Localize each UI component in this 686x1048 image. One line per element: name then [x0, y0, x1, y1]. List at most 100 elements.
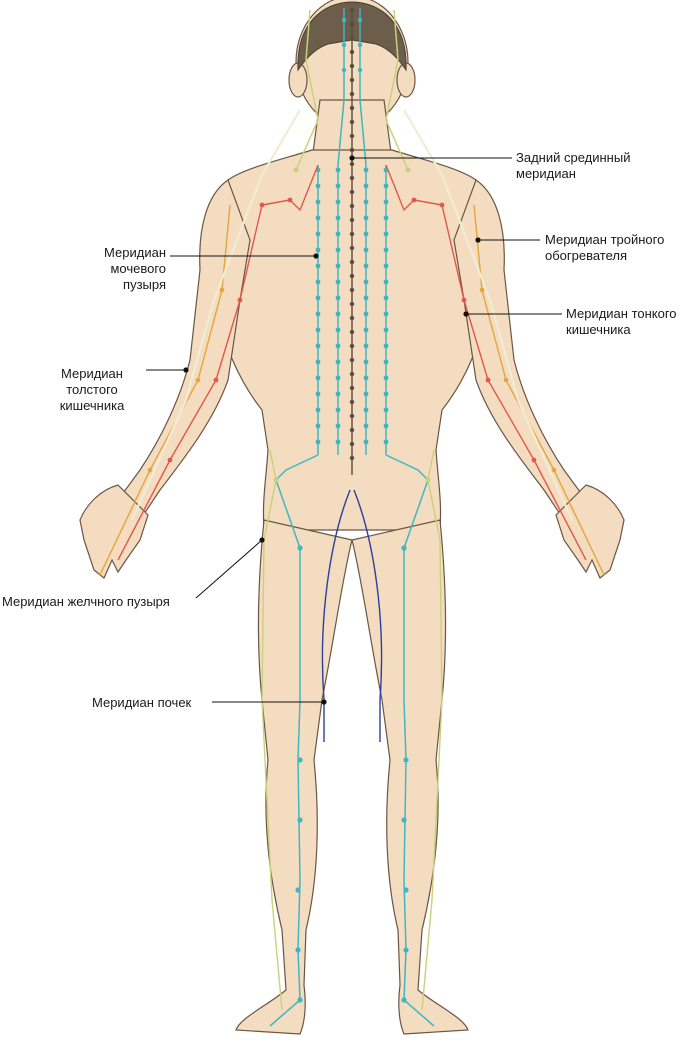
large-intestine-meridian-point	[195, 377, 201, 383]
leader-triple-burner-meridian-dot	[475, 237, 481, 243]
bladder-meridian-point	[335, 231, 341, 237]
bladder-meridian-point	[403, 757, 409, 763]
governor-vessel-point	[349, 21, 355, 27]
governor-vessel-point	[349, 399, 355, 405]
bladder-meridian-point	[335, 167, 341, 173]
bladder-meridian-point	[401, 817, 407, 823]
governor-vessel-point	[349, 273, 355, 279]
leader-gallbladder-meridian-dot	[259, 537, 265, 543]
bladder-meridian-point	[295, 887, 301, 893]
governor-vessel-point	[349, 49, 355, 55]
bladder-meridian-point	[315, 391, 321, 397]
governor-vessel-point	[349, 189, 355, 195]
governor-vessel-point	[349, 427, 355, 433]
bladder-meridian-point	[363, 295, 369, 301]
governor-vessel-point	[349, 385, 355, 391]
bladder-meridian-point	[363, 167, 369, 173]
gallbladder-meridian-point	[425, 477, 431, 483]
label-kidney-meridian: Меридиан почек	[92, 695, 192, 710]
bladder-meridian-point	[383, 391, 389, 397]
triple-burner-meridian-line	[403, 109, 574, 521]
governor-vessel-point	[349, 217, 355, 223]
bladder-meridian-point	[403, 887, 409, 893]
bladder-meridian-point	[363, 343, 369, 349]
bladder-meridian-line	[269, 454, 319, 1027]
gallbladder-meridian-line	[261, 449, 283, 1011]
bladder-meridian-point	[363, 231, 369, 237]
leader-large-intestine-meridian-dot	[183, 367, 189, 373]
bladder-meridian-point	[297, 997, 303, 1003]
bladder-meridian-point	[363, 279, 369, 285]
bladder-meridian-point	[383, 263, 389, 269]
bladder-meridian-point	[315, 439, 321, 445]
bladder-meridian-point	[341, 42, 347, 48]
bladder-meridian-point	[335, 295, 341, 301]
bladder-meridian-point	[335, 327, 341, 333]
bladder-meridian-point	[383, 231, 389, 237]
bladder-meridian-point	[363, 439, 369, 445]
gallbladder-meridian-line	[421, 449, 443, 1011]
bladder-meridian-point	[315, 215, 321, 221]
bladder-meridian-point	[363, 375, 369, 381]
governor-vessel-point	[349, 357, 355, 363]
leader-gallbladder-meridian	[195, 539, 263, 599]
bladder-meridian-point	[335, 247, 341, 253]
bladder-meridian-point	[335, 439, 341, 445]
right-arm	[453, 179, 587, 521]
bladder-meridian-point	[363, 359, 369, 365]
bladder-meridian-point	[357, 17, 363, 23]
small-intestine-meridian-point	[531, 457, 537, 463]
bladder-meridian-point	[383, 199, 389, 205]
governor-vessel-point	[349, 259, 355, 265]
bladder-meridian-point	[341, 67, 347, 73]
bladder-meridian-line	[385, 454, 435, 1027]
governor-vessel-point	[349, 315, 355, 321]
bladder-meridian-point	[363, 199, 369, 205]
governor-vessel-point	[349, 413, 355, 419]
governor-vessel-point	[349, 203, 355, 209]
bladder-meridian-point	[335, 407, 341, 413]
bladder-meridian-line	[337, 8, 345, 166]
small-intestine-meridian-line	[117, 164, 319, 561]
large-intestine-meridian-point	[503, 377, 509, 383]
governor-vessel-point	[349, 175, 355, 181]
bladder-meridian-point	[315, 327, 321, 333]
bladder-meridian-point	[315, 375, 321, 381]
governor-vessel-point	[349, 35, 355, 41]
bladder-meridian-point	[357, 67, 363, 73]
bladder-meridian-point	[315, 407, 321, 413]
bladder-meridian-point	[401, 997, 407, 1003]
bladder-meridian-point	[383, 247, 389, 253]
bladder-meridian-point	[401, 545, 407, 551]
bladder-meridian-point	[383, 343, 389, 349]
bladder-meridian-point	[335, 279, 341, 285]
bladder-meridian-point	[363, 423, 369, 429]
label-small-intestine-meridian: Меридиан тонкого кишечника	[566, 306, 677, 337]
left-leg	[235, 519, 353, 1035]
governor-vessel-point	[349, 371, 355, 377]
bladder-meridian-point	[295, 947, 301, 953]
leader-bladder-meridian-dot	[313, 253, 319, 259]
bladder-meridian-point	[315, 311, 321, 317]
bladder-meridian-point	[335, 199, 341, 205]
label-gallbladder-meridian: Меридиан желчного пузыря	[2, 594, 170, 609]
large-intestine-meridian-point	[479, 287, 485, 293]
bladder-meridian-point	[335, 215, 341, 221]
bladder-meridian-point	[335, 391, 341, 397]
bladder-meridian-point	[383, 423, 389, 429]
bladder-meridian-point	[341, 17, 347, 23]
bladder-meridian-point	[363, 327, 369, 333]
small-intestine-meridian-point	[439, 202, 445, 208]
bladder-meridian-point	[363, 247, 369, 253]
governor-vessel-point	[349, 119, 355, 125]
bladder-meridian-point	[383, 327, 389, 333]
gallbladder-meridian-line	[295, 9, 319, 171]
governor-vessel-point	[349, 245, 355, 251]
label-governor-vessel: Задний срединный меридиан	[516, 150, 631, 181]
governor-vessel-point	[349, 441, 355, 447]
governor-vessel-point	[349, 133, 355, 139]
governor-vessel-point	[349, 63, 355, 69]
gallbladder-meridian-point	[405, 167, 411, 173]
bladder-meridian-point	[383, 311, 389, 317]
